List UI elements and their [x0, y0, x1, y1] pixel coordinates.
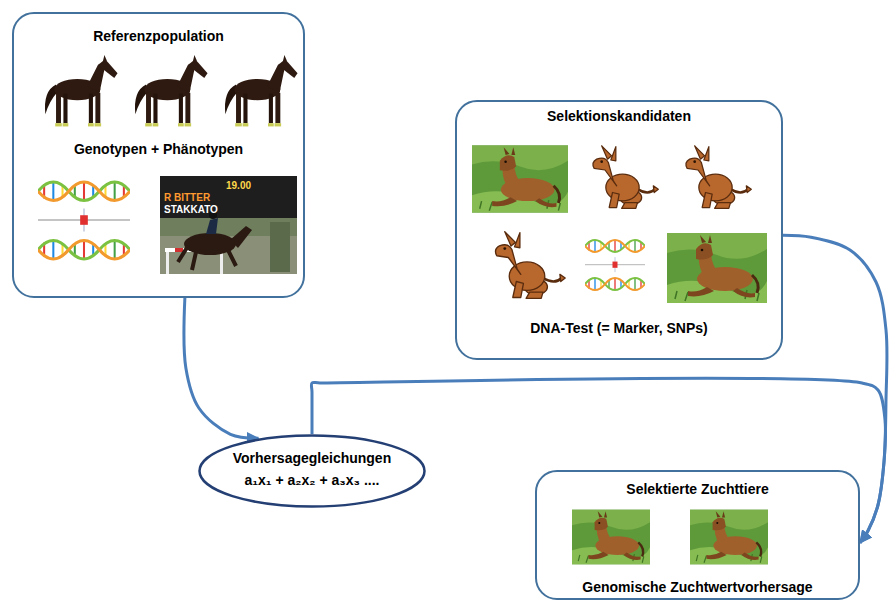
illustration-part: [178, 246, 236, 270]
node-body: DNA-Test (= Marker, SNPs): [530, 320, 708, 337]
node-body: Genotypen + Phänotypen: [74, 141, 243, 158]
reference-population-box: ReferenzpopulationGenotypen + Phänotypen: [12, 12, 305, 298]
horse-figure: [45, 55, 118, 126]
show-jumping-photo: [160, 176, 297, 274]
scoreboard-text: R BITTER: [164, 192, 210, 204]
illustration-part: [160, 176, 297, 218]
flow-arrow: [184, 298, 258, 438]
horse-figure: [225, 55, 298, 126]
foal-photo: [667, 233, 767, 303]
foal-photo: [690, 510, 768, 565]
flow-arrow: [783, 235, 887, 543]
prediction-ellipse: Vorhersagegleichungen a₁x₁ + a₂x₂ + a₃x₃ …: [198, 434, 426, 508]
node-heading: Selektierte Zuchttiere: [626, 481, 768, 498]
illustration-part: [175, 248, 183, 252]
donkey-cartoon: [593, 146, 658, 209]
foal-photo: [572, 510, 650, 565]
node-heading: Selektionskandidaten: [547, 108, 691, 125]
donkey-cartoon: [495, 232, 565, 299]
dna-picture: [38, 170, 130, 271]
dna-picture: [585, 232, 645, 298]
candidates-box: SelektionskandidatenDNA-Test (= Marker, …: [455, 100, 783, 360]
scoreboard-text: 19.00: [226, 180, 251, 192]
foal-photo: [472, 145, 568, 212]
ellipse-outline: [198, 434, 426, 508]
illustration-part: [220, 252, 223, 274]
illustration-part: [160, 176, 297, 274]
node-heading: Vorhersagegleichungen: [233, 450, 391, 467]
selected-animals-box: Selektierte ZuchttiereGenomische Zuchtwe…: [535, 470, 860, 600]
horse-figure: [135, 55, 208, 126]
selected-animals: [572, 510, 768, 565]
donkey-cartoon: [686, 146, 751, 209]
ellipse-shape: [200, 436, 425, 507]
illustration-part: [270, 222, 290, 272]
illustration-part: [166, 252, 169, 274]
reference-horses: [45, 55, 298, 126]
illustration-part: [206, 218, 218, 234]
illustration-part: [230, 226, 252, 248]
candidate-animals: [472, 145, 767, 303]
scoreboard-text: STAKKATO: [164, 204, 218, 216]
node-body: a₁x₁ + a₂x₂ + a₃x₃ ....: [244, 472, 379, 489]
node-heading: Referenzpopulation: [93, 28, 224, 45]
node-body: Genomische Zuchtwertvorhersage: [582, 579, 812, 596]
